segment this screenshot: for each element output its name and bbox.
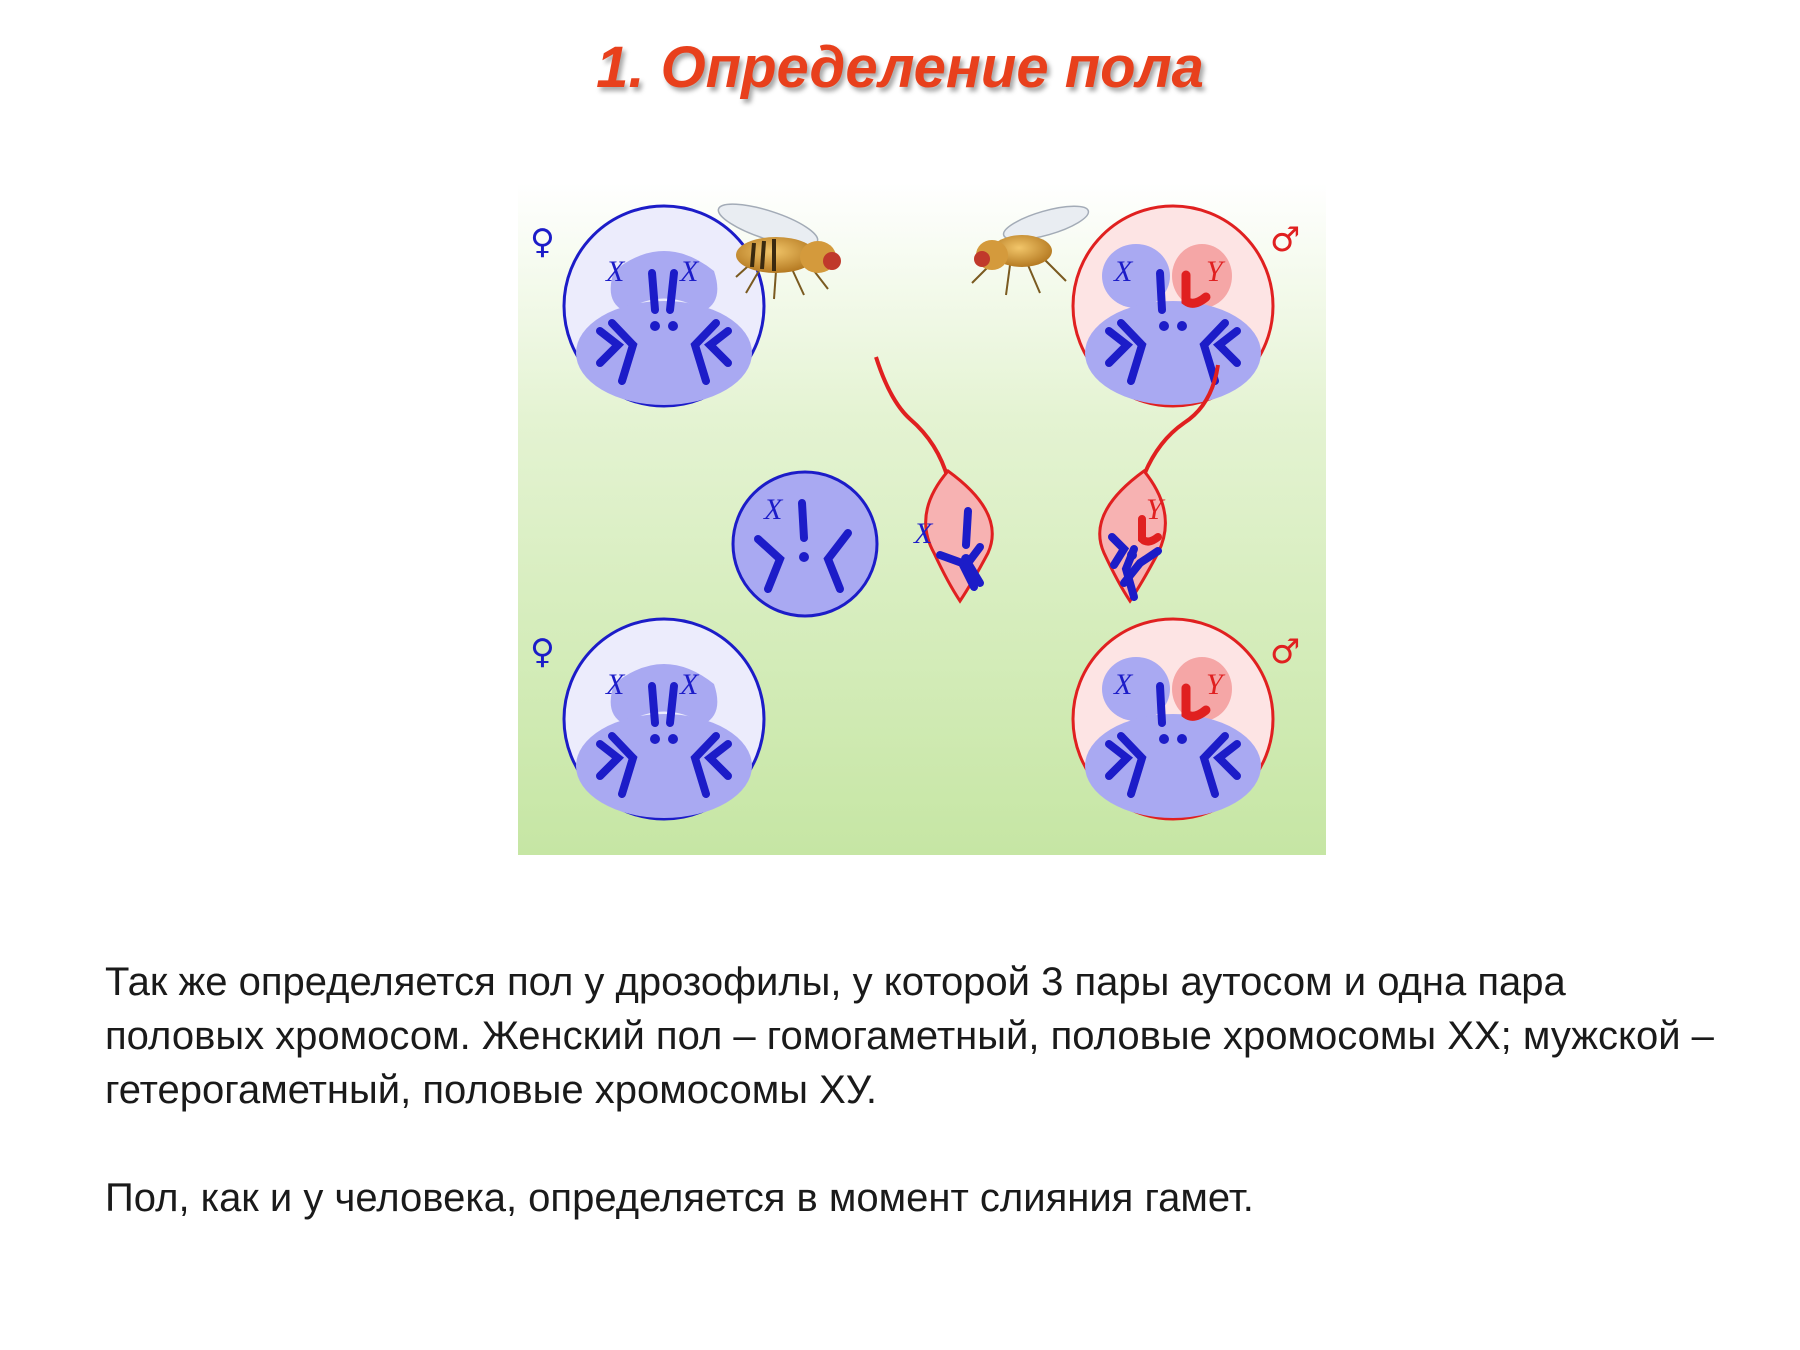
sperm-x: X [874, 356, 994, 604]
male-cell-bottom: ♂ X Y [1071, 617, 1300, 821]
nucleus [1085, 714, 1261, 818]
male-symbol-icon: ♂ [1270, 220, 1300, 260]
figure-canvas: ♀ X X ♀ X X [518, 183, 1326, 855]
label-y: Y [1146, 493, 1166, 526]
nucleus-lobe [1102, 244, 1170, 308]
fruit-fly-icon [717, 203, 841, 300]
sperm-head [1098, 468, 1167, 604]
nucleus-lobe [610, 664, 718, 724]
body-text: Так же определяется пол у дрозофилы, у к… [105, 955, 1725, 1225]
male-symbol-icon: ♂ [1270, 632, 1300, 672]
label-x: X [913, 517, 934, 550]
egg-cell: X [731, 470, 879, 618]
chromosomes [596, 682, 732, 798]
paragraph: Так же определяется пол у дрозофилы, у к… [105, 960, 1714, 1112]
label-x: X [1113, 255, 1134, 288]
label-x: X [679, 255, 700, 288]
female-symbol-icon: ♀ [530, 632, 555, 672]
chromosomes [1105, 319, 1241, 385]
label-y: Y [1206, 255, 1226, 288]
nucleus-lobe [1102, 657, 1170, 721]
fruit-fly-icon [971, 205, 1090, 296]
female-symbol-icon: ♀ [530, 222, 555, 262]
label-x: X [605, 255, 626, 288]
female-cell-bottom: ♀ X X [530, 617, 766, 821]
nucleus [1085, 301, 1261, 405]
paragraph: Пол, как и у человека, определяется в мо… [105, 1176, 1254, 1220]
nucleus [576, 714, 752, 818]
label-x: X [679, 668, 700, 701]
sex-determination-figure: ♀ X X ♀ X X [518, 183, 1326, 855]
nucleus [576, 301, 752, 405]
nucleus-lobe [610, 251, 718, 311]
label-y: Y [1206, 668, 1226, 701]
male-cell-top: ♂ X Y [1071, 204, 1300, 408]
sperm-tail [874, 356, 950, 480]
label-x: X [763, 493, 784, 526]
slide-title: 1. Определение пола [596, 35, 1204, 100]
female-cell-top: ♀ X X [530, 204, 766, 408]
chromosomes [596, 269, 732, 385]
chromosomes [1105, 732, 1241, 798]
sperm-tail [1142, 364, 1220, 476]
label-x: X [605, 668, 626, 701]
sperm-y: Y [1098, 364, 1220, 604]
label-x: X [1113, 668, 1134, 701]
